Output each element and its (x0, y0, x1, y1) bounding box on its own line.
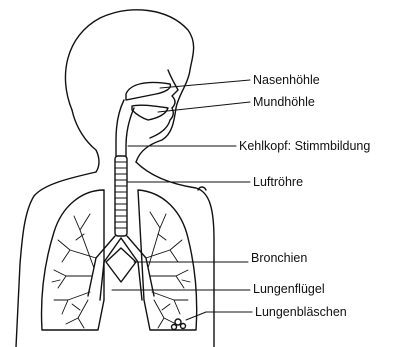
label-larynx: Kehlkopf: Stimmbildung (239, 139, 370, 153)
nasal-cavity (126, 82, 170, 100)
label-alveoli: Lungenbläschen (255, 305, 347, 319)
label-nasal-cavity: Nasenhöhle (253, 73, 320, 87)
alveoli-cluster (172, 319, 186, 330)
label-bronchi: Bronchien (251, 251, 307, 265)
leader-lines (112, 80, 252, 320)
face-profile (150, 70, 178, 138)
trachea-rings (115, 162, 127, 228)
left-shoulder (16, 172, 96, 347)
neck-back (72, 110, 99, 172)
pharynx (116, 100, 124, 156)
label-lung-lobes: Lungenflügel (253, 282, 325, 296)
main-bronchi (88, 236, 154, 296)
label-oral-cavity: Mundhöhle (253, 95, 315, 109)
left-bronchial-tree (52, 214, 96, 328)
oral-cavity (132, 105, 168, 120)
right-bronchial-tree (146, 212, 190, 328)
left-lung (42, 190, 105, 330)
label-trachea: Luftröhre (253, 175, 303, 189)
pharynx-front (126, 108, 134, 156)
